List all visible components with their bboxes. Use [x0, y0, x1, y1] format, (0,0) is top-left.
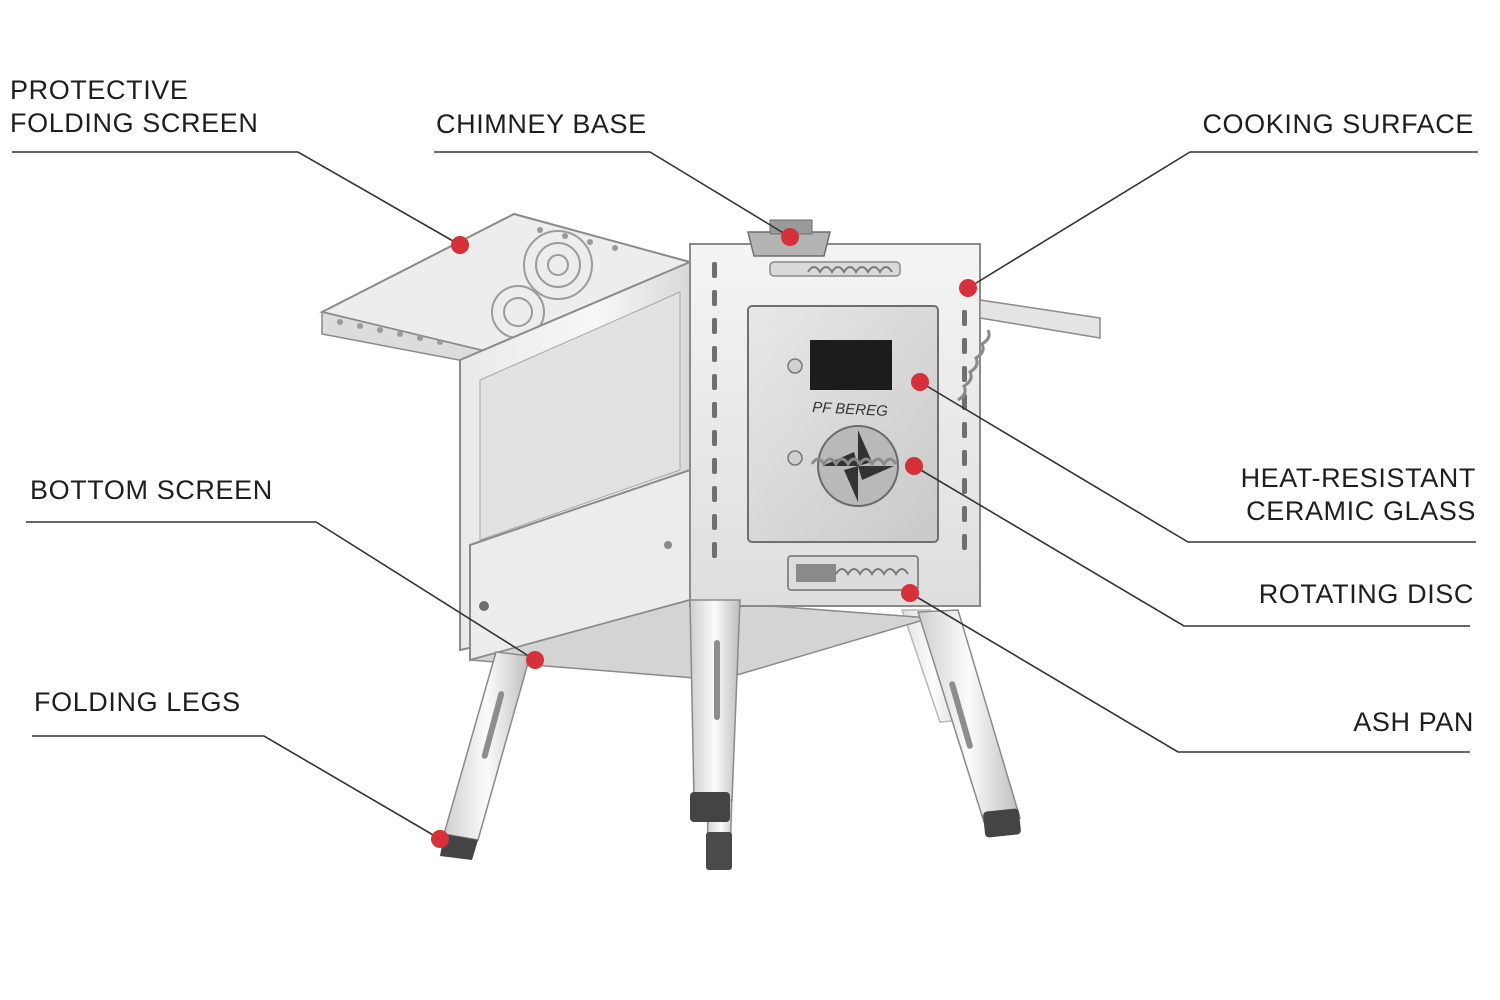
front-leg-middle: [689, 599, 741, 822]
leader-heat-resistant-ceramic-glass: [919, 381, 1476, 543]
brand-label: PF BEREG: [812, 399, 889, 420]
front-leg-left: [440, 651, 531, 860]
leader-bottom-screen: [26, 521, 536, 661]
leader-ash-pan: [909, 592, 1470, 753]
leader-protective-folding-screen: [12, 151, 461, 246]
label-ash-pan: ASH PAN: [1353, 707, 1474, 737]
marker-protective-folding-screen: [451, 236, 469, 254]
marker-cooking-surface: [959, 279, 977, 297]
stove-body: PF BEREG: [459, 219, 1101, 681]
marker-chimney-base: [781, 228, 799, 246]
leader-cooking-surface: [967, 151, 1478, 289]
front-leg-right: [916, 609, 1021, 838]
callout-leaders: [12, 151, 1478, 840]
label-cooking-surface: COOKING SURFACE: [1202, 109, 1474, 139]
label-chimney-base: CHIMNEY BASE: [436, 109, 647, 139]
label-bottom-screen: BOTTOM SCREEN: [30, 475, 273, 505]
callout-markers: [431, 228, 977, 848]
label-folding-legs: FOLDING LEGS: [34, 687, 241, 717]
leader-folding-legs: [32, 735, 441, 840]
leader-rotating-disc: [913, 465, 1470, 627]
label-rotating-disc: ROTATING DISC: [1258, 579, 1474, 609]
leader-chimney-base: [434, 151, 791, 238]
marker-rotating-disc: [905, 457, 923, 475]
marker-ash-pan: [901, 584, 919, 602]
marker-folding-legs: [431, 830, 449, 848]
marker-bottom-screen: [526, 651, 544, 669]
marker-heat-resistant-ceramic-glass: [911, 373, 929, 391]
